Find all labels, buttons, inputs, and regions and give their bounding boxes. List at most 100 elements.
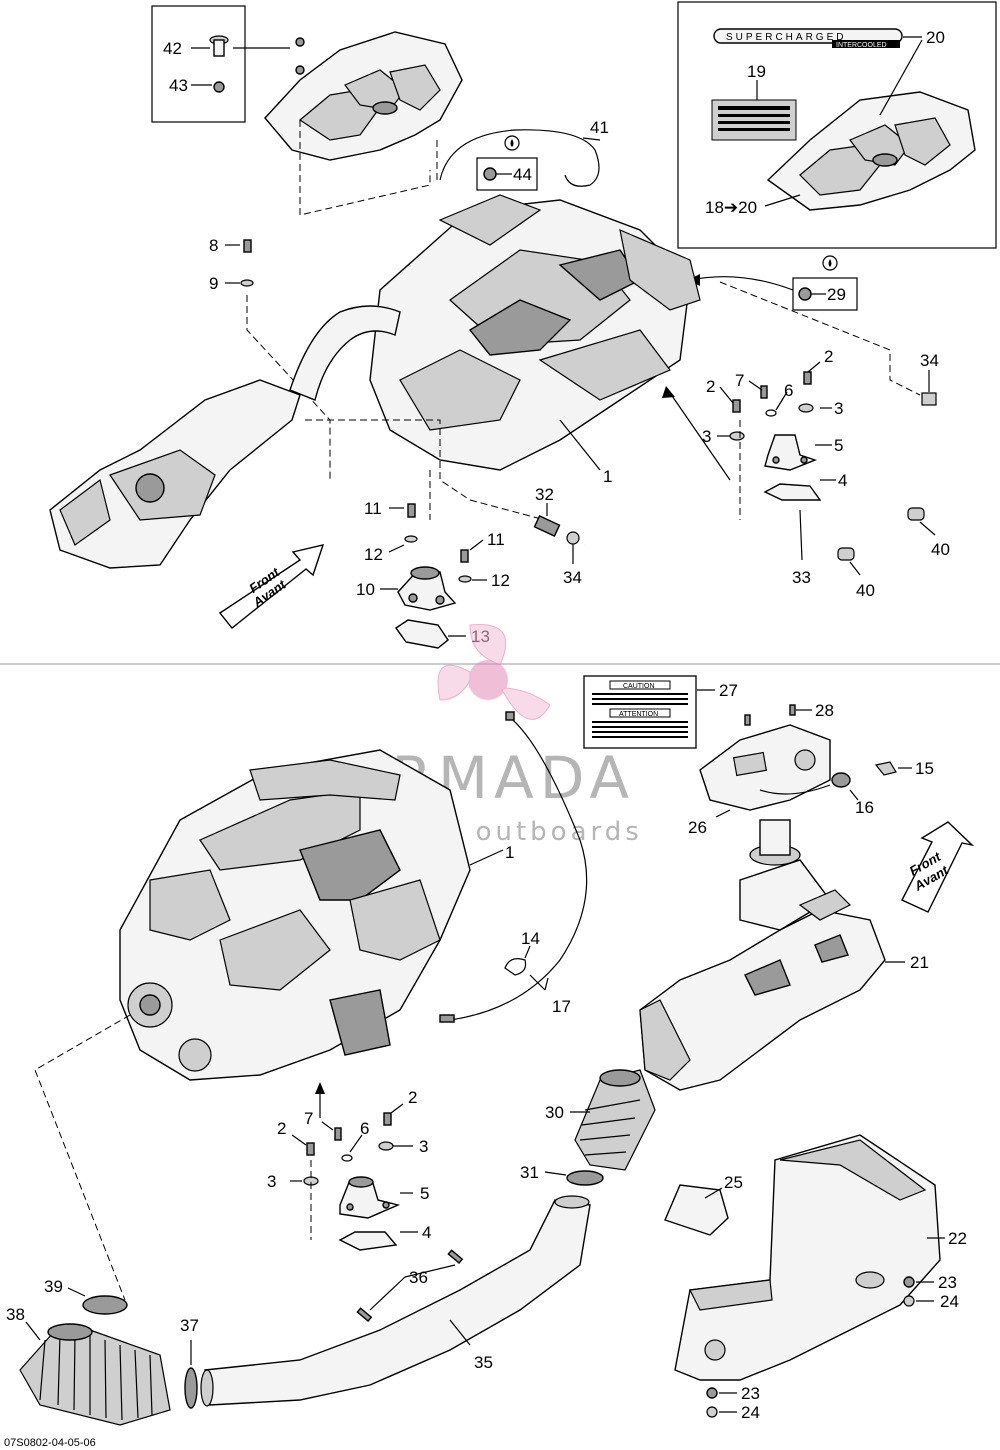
callout-33: 33 (792, 568, 811, 587)
shim-4a (763, 483, 822, 501)
callout-23a: 23 (938, 1273, 957, 1292)
callout-18-20: 18➔20 (705, 198, 757, 217)
engine-cover-alt (766, 91, 976, 211)
fitting-32 (533, 514, 561, 538)
callout-34a: 34 (920, 351, 939, 370)
callout-12b: 12 (491, 571, 510, 590)
bolt-7a (760, 385, 768, 399)
bolt-2a (732, 399, 741, 413)
callout-2b: 2 (824, 347, 833, 366)
callout-31: 31 (520, 1163, 539, 1182)
callout-6b: 6 (360, 1119, 369, 1138)
nut-23b (706, 1387, 718, 1399)
intake-tube-35 (200, 1195, 591, 1407)
callout-22: 22 (948, 1229, 967, 1248)
callout-30: 30 (545, 1103, 564, 1122)
bellows-38 (19, 1323, 171, 1426)
engine-mount-5b (339, 1176, 401, 1219)
washer-3b (798, 403, 814, 413)
washer-9 (240, 279, 254, 287)
callout-9: 9 (209, 274, 218, 293)
tie-wrap-14 (504, 958, 527, 976)
front-arrow-top: Front Avant (218, 544, 325, 629)
callout-24b: 24 (741, 1403, 760, 1422)
airbox-base-22 (674, 1134, 941, 1381)
washer-12b (458, 575, 472, 583)
screw-36b (356, 1307, 373, 1323)
callout-40a: 40 (931, 540, 950, 559)
screw-28b (789, 704, 796, 716)
bolt-24b (706, 1406, 718, 1418)
callout-26: 26 (688, 818, 707, 837)
engine-assembly-top (369, 194, 701, 471)
callout-2d: 2 (408, 1088, 417, 1107)
clamp-31 (566, 1170, 604, 1186)
inset-box-fasteners (151, 5, 246, 123)
engine-cover (264, 31, 463, 161)
bolt-8 (243, 239, 252, 253)
warning-decal (711, 99, 797, 141)
callout-20: 20 (926, 28, 945, 47)
screw-28a (744, 714, 751, 726)
shim-4b (338, 1231, 398, 1251)
callout-25: 25 (724, 1173, 743, 1192)
callout-40b: 40 (856, 581, 875, 600)
callout-3d: 3 (419, 1137, 428, 1156)
callout-3a: 3 (702, 427, 711, 446)
svg-text:ATTENTION: ATTENTION (619, 711, 658, 718)
clamp-37 (184, 1367, 198, 1409)
air-silencer-21 (639, 819, 886, 1091)
callout-24a: 24 (940, 1292, 959, 1311)
washer-3a (729, 431, 745, 441)
callout-23b: 23 (741, 1384, 760, 1403)
quarter-turn-fastener (209, 35, 229, 93)
coupler-30 (574, 1069, 656, 1171)
caution-decal: CAUTION ATTENTION (583, 675, 697, 749)
callout-21: 21 (910, 953, 929, 972)
clamp-34 (566, 531, 580, 545)
shim-13 (395, 619, 449, 649)
washer-6a (765, 409, 777, 417)
callout-41: 41 (590, 118, 609, 137)
callout-27: 27 (719, 681, 738, 700)
callout-38: 38 (6, 1305, 25, 1324)
callout-29: 29 (827, 285, 846, 304)
callout-1a: 1 (603, 467, 612, 486)
washer-6b (341, 1154, 353, 1162)
grommet-16 (831, 772, 851, 788)
callout-42: 42 (163, 39, 182, 58)
callout-19: 19 (747, 62, 766, 81)
supercharged-decal: SUPERCHARGED INTERCOOLED (713, 28, 903, 49)
armada-logo (437, 624, 551, 720)
hose-41 (439, 129, 600, 187)
clamp-34-top (921, 392, 937, 406)
engine-mount-10 (397, 566, 457, 611)
callout-11a: 11 (364, 499, 382, 518)
inset-box-decals (677, 1, 997, 249)
callout-43: 43 (169, 76, 188, 95)
clamp-icon (483, 167, 497, 181)
screw-36a (447, 1249, 464, 1265)
nut-23a (903, 1276, 915, 1288)
callout-1b: 1 (505, 843, 514, 862)
bolt-2b (803, 371, 812, 385)
cable-end-17b (439, 1014, 455, 1023)
callout-14: 14 (521, 929, 540, 948)
callout-3b: 3 (834, 399, 843, 418)
callout-32: 32 (535, 485, 554, 504)
callout-5a: 5 (834, 436, 843, 455)
clamp-15 (874, 761, 897, 776)
front-arrow-bottom: Front Avant (901, 821, 975, 913)
callout-15: 15 (915, 759, 934, 778)
callout-5b: 5 (420, 1184, 429, 1203)
cover-25 (664, 1184, 729, 1236)
clip-40b (907, 507, 925, 521)
callout-6a: 6 (784, 381, 793, 400)
engine-mount-5a (764, 434, 818, 471)
svg-text:SUPERCHARGED: SUPERCHARGED (726, 32, 846, 43)
callout-35: 35 (474, 1353, 493, 1372)
top-cover-26 (699, 724, 831, 811)
callout-11b: 11 (487, 530, 505, 549)
callout-17: 17 (552, 997, 571, 1016)
